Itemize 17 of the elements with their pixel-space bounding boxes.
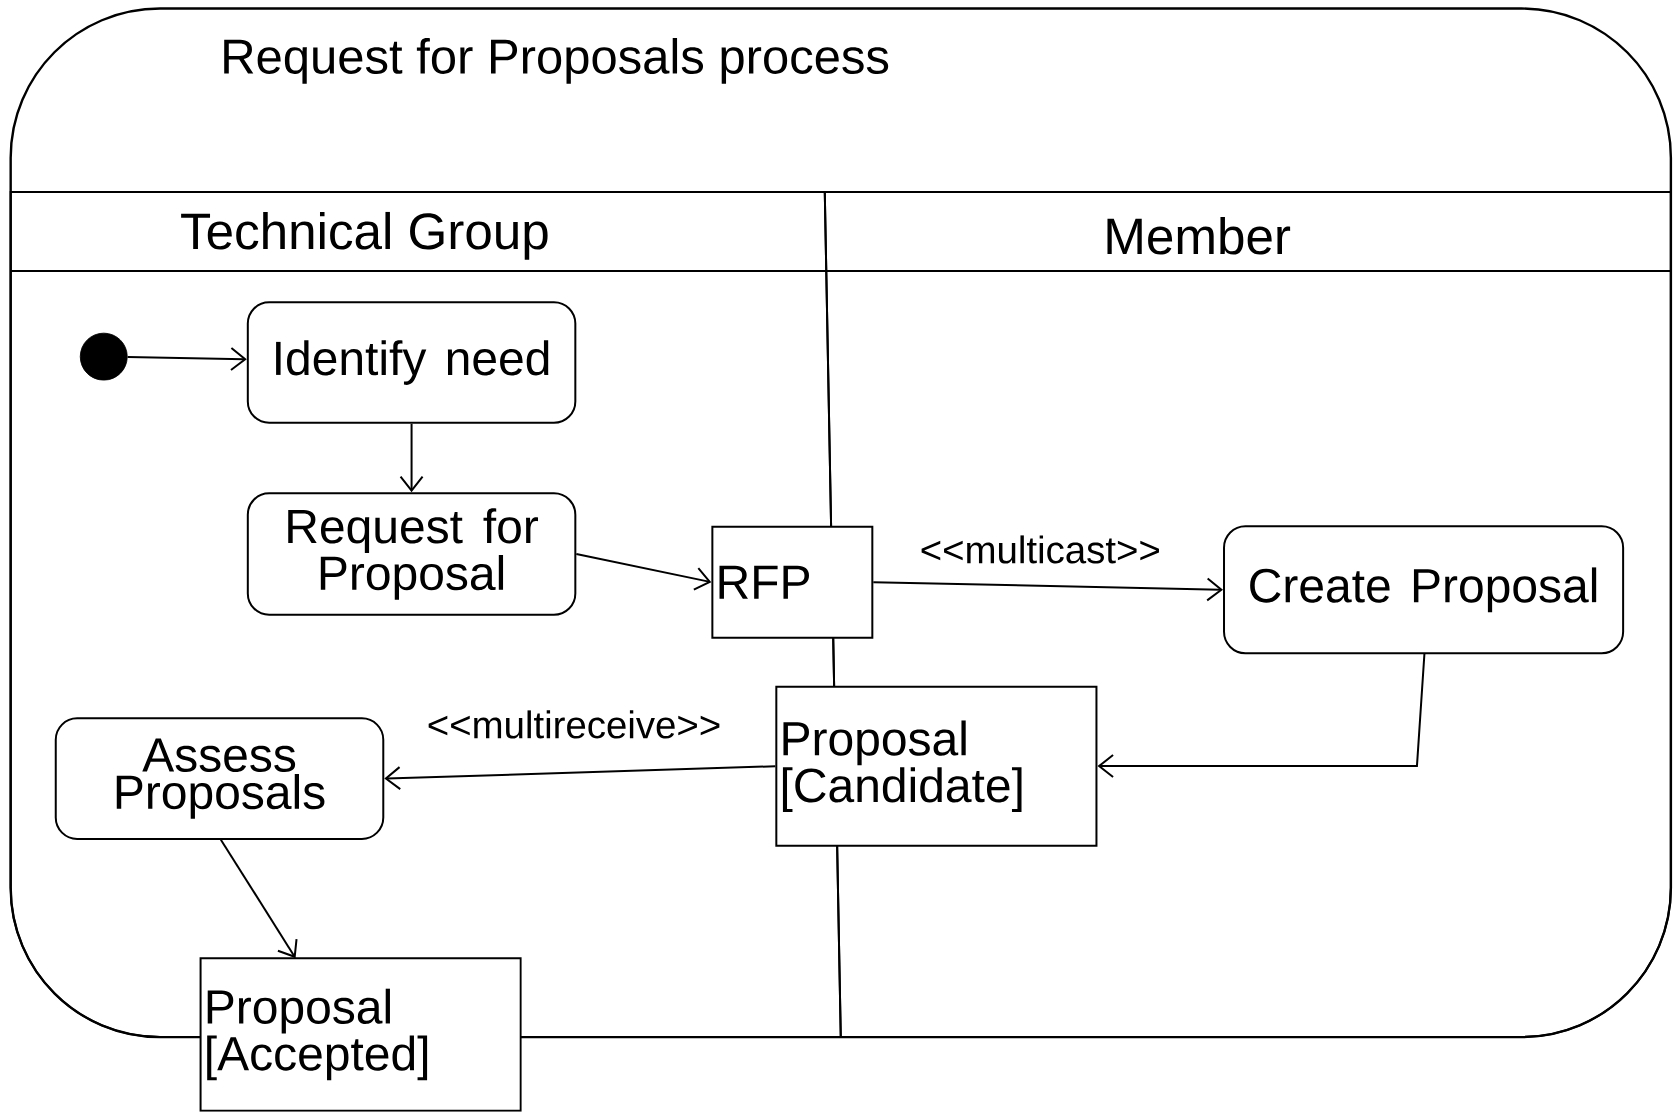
arrow <box>384 765 777 791</box>
object-box: Proposal [Candidate] <box>775 685 1098 847</box>
activity-box: Identify need <box>246 301 577 424</box>
activity-box: Request for Proposal <box>246 492 577 616</box>
arrow <box>1097 653 1426 779</box>
initial-node <box>79 332 128 381</box>
arrow <box>399 422 424 493</box>
activity-box: Assess Proposals <box>54 717 385 840</box>
object-box: Proposal [Accepted] <box>199 957 522 1112</box>
arrow <box>872 577 1223 602</box>
arrow <box>126 347 247 372</box>
arrow <box>219 838 298 959</box>
arrow <box>575 553 712 591</box>
object-box: RFP <box>711 525 874 639</box>
edge-label: <<multireceive>> <box>428 710 720 739</box>
edge-label: <<multicast>> <box>921 535 1159 564</box>
activity-box: Create Proposal <box>1223 525 1625 655</box>
